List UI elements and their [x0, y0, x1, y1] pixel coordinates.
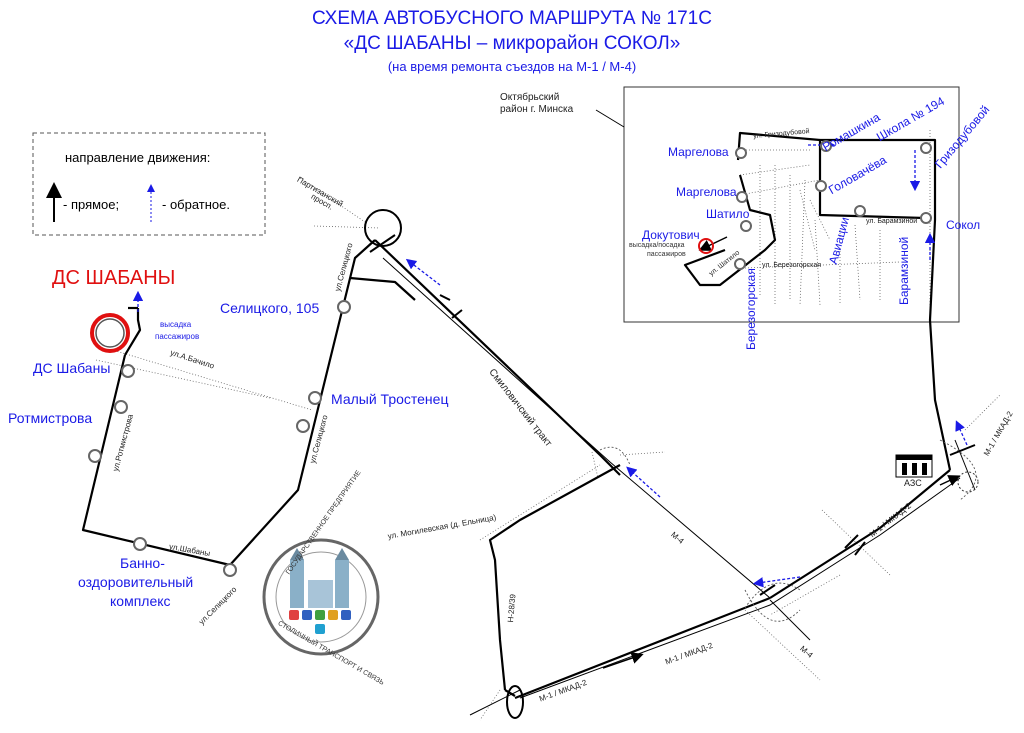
dokutovich-terminal-marker: [698, 238, 714, 254]
stop-shatilo: Шатило: [706, 207, 750, 221]
terminal-note-2: пассажиров: [155, 332, 200, 341]
map-title: СХЕМА АВТОБУСНОГО МАРШРУТА № 171С: [312, 8, 712, 29]
gas-station-icon: [895, 454, 933, 478]
stop-maly-trostenets: Малый Тростенец: [331, 391, 449, 407]
forward-arrows: [602, 236, 961, 669]
stop-markers: [88, 140, 932, 577]
interchange-curves: [599, 439, 977, 622]
route-line: [81, 131, 952, 700]
turn-loop-right: [957, 471, 979, 493]
dokutovich-note-1: высадка/посадка: [629, 242, 685, 249]
stop-bath-2: оздоровительный: [78, 574, 194, 590]
reverse-arrows: [132, 139, 968, 588]
district-label-1: Октябрьский: [500, 92, 560, 103]
stop-margelova-1: Маргелова: [668, 145, 729, 159]
turn-loop-top: [364, 209, 402, 247]
turn-loop-bottom: [506, 685, 524, 719]
legend-heading: направление движения:: [65, 150, 211, 165]
district-label-2: район г. Минска: [500, 104, 574, 115]
road-gas-station: АЗС: [904, 478, 922, 488]
terminal-note-1: высадка: [160, 320, 192, 329]
stop-margelova-2: Маргелова: [676, 185, 737, 199]
road-berezogorskaya: ул. Березогорская: [762, 262, 822, 269]
stop-ds-shabany: ДС Шабаны: [33, 360, 111, 376]
stop-berezogorskaya: Березогорская: [744, 268, 758, 350]
stop-baramzinoy: Барамзиной: [897, 236, 911, 305]
map-note: (на время ремонта съездов на М-1 / М-4): [387, 59, 637, 74]
highways: [382, 257, 976, 716]
company-emblem: [262, 538, 380, 656]
stop-dokutovich: Докутович: [642, 228, 700, 242]
legend-forward-label: - прямое;: [63, 197, 120, 212]
stop-rotmistrova: Ротмистрова: [8, 410, 93, 426]
terminal-marker: [90, 313, 130, 353]
map-subtitle: «ДС ШАБАНЫ – микрорайон СОКОЛ»: [343, 33, 681, 54]
dokutovich-note-2: пассажиров: [647, 251, 686, 258]
road-baramzinoy: ул. Барамзиной: [866, 218, 918, 225]
stop-sokol: Сокол: [946, 218, 981, 232]
stop-bath-1: Банно-: [120, 555, 165, 571]
stop-selitskogo-105: Селицкого, 105: [220, 300, 320, 316]
legend-reverse-label: - обратное.: [162, 197, 230, 212]
terminal-title: ДС ШАБАНЫ: [52, 267, 176, 289]
stop-bath-3: комплекс: [110, 593, 171, 609]
bridges: [369, 234, 976, 596]
legend-box: [32, 132, 266, 236]
inset-pointer: [595, 109, 625, 128]
minor-streets: [95, 130, 1001, 721]
sokol-inset-box: [623, 86, 960, 323]
